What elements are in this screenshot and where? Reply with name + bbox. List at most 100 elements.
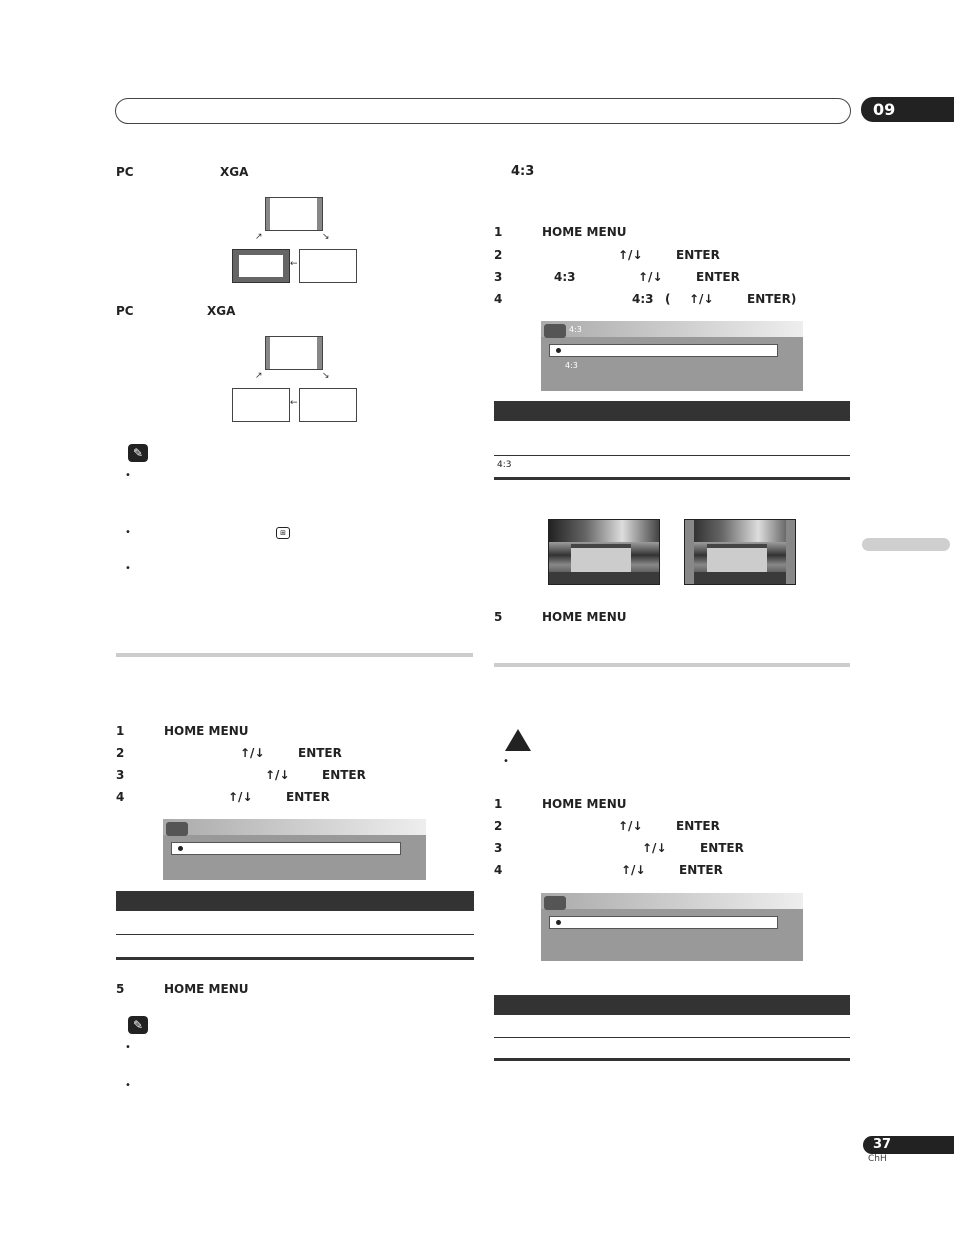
rb-step-1-num: 1 — [494, 797, 503, 811]
menu-icon — [544, 324, 566, 338]
bullet: • — [125, 1042, 131, 1053]
menu-titlebar — [163, 819, 426, 835]
rb-step-3-num: 3 — [494, 841, 503, 855]
r-step-2-num: 2 — [494, 248, 503, 262]
menu-screenshot — [541, 893, 803, 961]
rb-step-3-arrows: ↑/↓ — [642, 841, 667, 855]
xga-label-1: XGA — [220, 165, 249, 179]
r-step-5-num: 5 — [494, 610, 503, 624]
table-row-rule — [494, 1037, 850, 1038]
r-step-3-arrows: ↑/↓ — [638, 270, 663, 284]
screen-left — [232, 388, 290, 422]
r-step-4-label: 4:3 — [632, 292, 654, 306]
example-photo-4-3 — [684, 519, 796, 585]
r-step-1-key: HOME MENU — [542, 225, 627, 239]
screen-right — [299, 249, 357, 283]
table-row-rule — [494, 455, 850, 456]
step-2-num: 2 — [116, 746, 125, 760]
step-5-num: 5 — [116, 982, 125, 996]
menu-titlebar — [541, 321, 803, 337]
arrow-up-left: ↗ — [255, 232, 263, 242]
r-step-1-num: 1 — [494, 225, 503, 239]
r-step-3-num: 3 — [494, 270, 503, 284]
rb-step-3-enter: ENTER — [700, 841, 744, 855]
section-rule — [494, 663, 850, 667]
arrow-down-right: ↘ — [322, 371, 330, 381]
rb-step-2-num: 2 — [494, 819, 503, 833]
step-4-arrows: ↑/↓ — [228, 790, 253, 804]
menu-screenshot — [163, 819, 426, 880]
screen-top — [265, 336, 323, 370]
pc-label-1: PC — [116, 165, 134, 179]
table-row-rule — [116, 934, 474, 935]
section-title: 4:3 — [511, 164, 535, 179]
r-step-4-num: 4 — [494, 292, 503, 306]
side-tab — [862, 538, 950, 551]
table-header — [494, 401, 850, 421]
xga-label-2: XGA — [207, 304, 236, 318]
r-step-2-enter: ENTER — [676, 248, 720, 262]
menu-selected-row — [549, 916, 778, 929]
rb-step-4-arrows: ↑/↓ — [621, 863, 646, 877]
step-4-num: 4 — [116, 790, 125, 804]
step-2-enter: ENTER — [298, 746, 342, 760]
r-step-4-enter: ENTER) — [747, 292, 797, 306]
table-header — [116, 891, 474, 911]
step-4-enter: ENTER — [286, 790, 330, 804]
table-bottom-rule — [116, 957, 474, 960]
caution-icon — [505, 729, 531, 751]
bullet: • — [125, 470, 131, 481]
rb-step-4-num: 4 — [494, 863, 503, 877]
menu-titlebar — [541, 893, 803, 909]
example-photo-wide — [548, 519, 660, 585]
screen-left — [232, 249, 290, 283]
screen-right — [299, 388, 357, 422]
r-step-2-arrows: ↑/↓ — [618, 248, 643, 262]
bullet: • — [125, 527, 131, 538]
rb-step-2-arrows: ↑/↓ — [618, 819, 643, 833]
menu-selected-row — [171, 842, 401, 855]
bullet: • — [503, 756, 509, 767]
screen-top — [265, 197, 323, 231]
r-step-4-arrows: ↑/↓ — [689, 292, 714, 306]
page-number: 37 — [863, 1136, 954, 1154]
step-2-arrows: ↑/↓ — [240, 746, 265, 760]
r-step-4-paren: ( — [665, 292, 671, 306]
r-step-3-enter: ENTER — [696, 270, 740, 284]
arrow-left: ← — [290, 259, 298, 269]
step-1-key: HOME MENU — [164, 724, 249, 738]
note-icon: ✎ — [128, 1016, 148, 1034]
arrow-up-left: ↗ — [255, 371, 263, 381]
note-icon: ✎ — [128, 444, 148, 462]
table-bottom-rule — [494, 1058, 850, 1061]
bullet: • — [125, 1080, 131, 1091]
bullet: • — [125, 563, 131, 574]
r-step-5-key: HOME MENU — [542, 610, 627, 624]
section-rule — [116, 653, 473, 657]
chapter-tab: 09 — [861, 97, 954, 122]
menu-icon — [544, 896, 566, 910]
table-bottom-rule — [494, 477, 850, 480]
menu-dot — [556, 920, 561, 925]
rb-step-1-key: HOME MENU — [542, 797, 627, 811]
step-3-arrows: ↑/↓ — [265, 768, 290, 782]
table-header — [494, 995, 850, 1015]
menu-icon — [166, 822, 188, 836]
widescreen-icon: ⊞ — [276, 527, 290, 539]
step-1-num: 1 — [116, 724, 125, 738]
menu-dot — [178, 846, 183, 851]
menu-dot — [556, 348, 561, 353]
menu-option: 4:3 — [565, 361, 578, 370]
menu-selected-row — [549, 344, 778, 357]
step-3-num: 3 — [116, 768, 125, 782]
page-language: ChH — [868, 1154, 887, 1164]
arrow-down-right: ↘ — [322, 232, 330, 242]
menu-title: 4:3 — [569, 325, 582, 334]
step-3-enter: ENTER — [322, 768, 366, 782]
pc-label-2: PC — [116, 304, 134, 318]
r-step-3-label: 4:3 — [554, 270, 576, 284]
header-bar — [115, 98, 851, 124]
rb-step-4-enter: ENTER — [679, 863, 723, 877]
arrow-left: ← — [290, 398, 298, 408]
menu-screenshot: 4:3 4:3 — [541, 321, 803, 391]
